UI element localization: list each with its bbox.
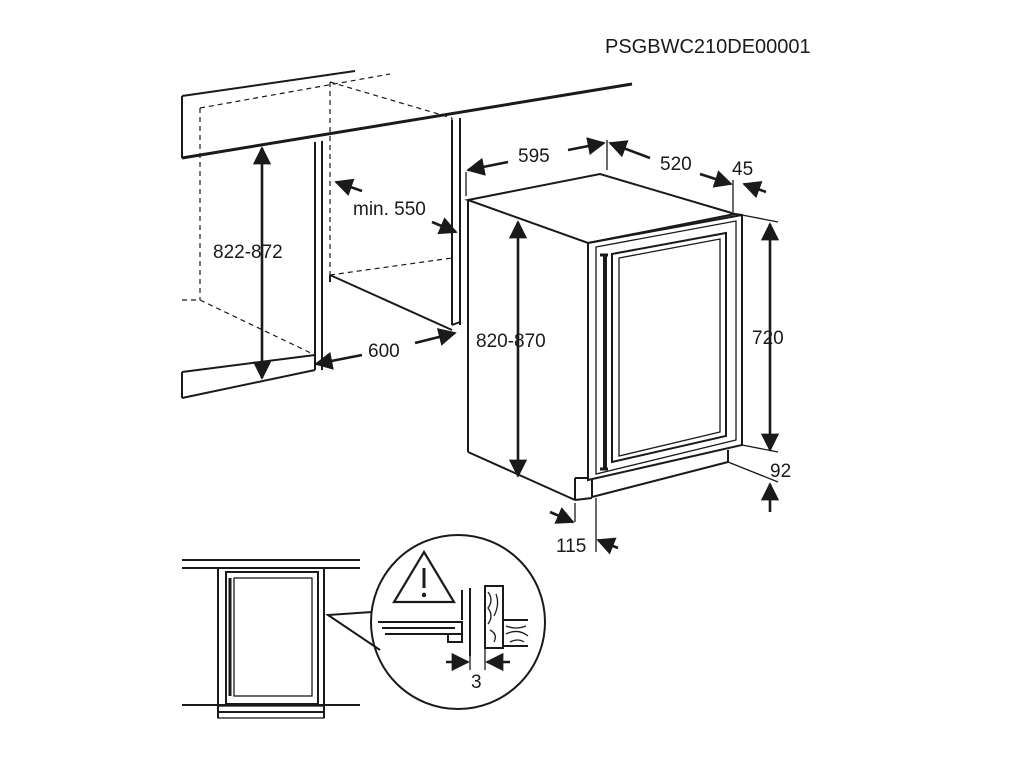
detail-callout-pointer	[325, 611, 381, 651]
depth-label: 520	[660, 154, 692, 175]
plinth-depth-arrow-right	[596, 537, 619, 555]
min-depth-arrow-right	[431, 217, 458, 235]
gap-detail-view	[370, 534, 546, 710]
warning-triangle-icon	[392, 549, 456, 604]
depth-arrow-right	[699, 170, 733, 188]
door-offset-arrow	[742, 181, 767, 199]
height-label: 820-870	[476, 331, 546, 352]
min-depth-arrow-left	[334, 178, 363, 196]
width-arrow-left	[466, 157, 509, 176]
front-view	[182, 559, 360, 719]
niche-depth-label: 600	[368, 341, 400, 362]
niche-depth-arrow-right	[414, 328, 457, 346]
gap-label: 3	[471, 672, 482, 693]
width-label: 595	[518, 146, 550, 167]
niche-height-label: 822-872	[213, 242, 283, 263]
min-depth-label: min. 550	[353, 199, 426, 220]
plinth-depth-arrow-left	[549, 507, 575, 524]
door-height-label: 720	[752, 328, 784, 349]
plinth-depth-label: 115	[556, 536, 586, 557]
width-arrow-right	[567, 137, 606, 156]
door-handle	[600, 253, 608, 471]
plinth-height-label: 92	[770, 461, 791, 482]
depth-arrow-left	[608, 140, 651, 160]
niche-depth-arrow-left	[314, 351, 363, 370]
door-offset-label: 45	[732, 159, 753, 180]
product-code: PSGBWC210DE00001	[605, 36, 811, 58]
